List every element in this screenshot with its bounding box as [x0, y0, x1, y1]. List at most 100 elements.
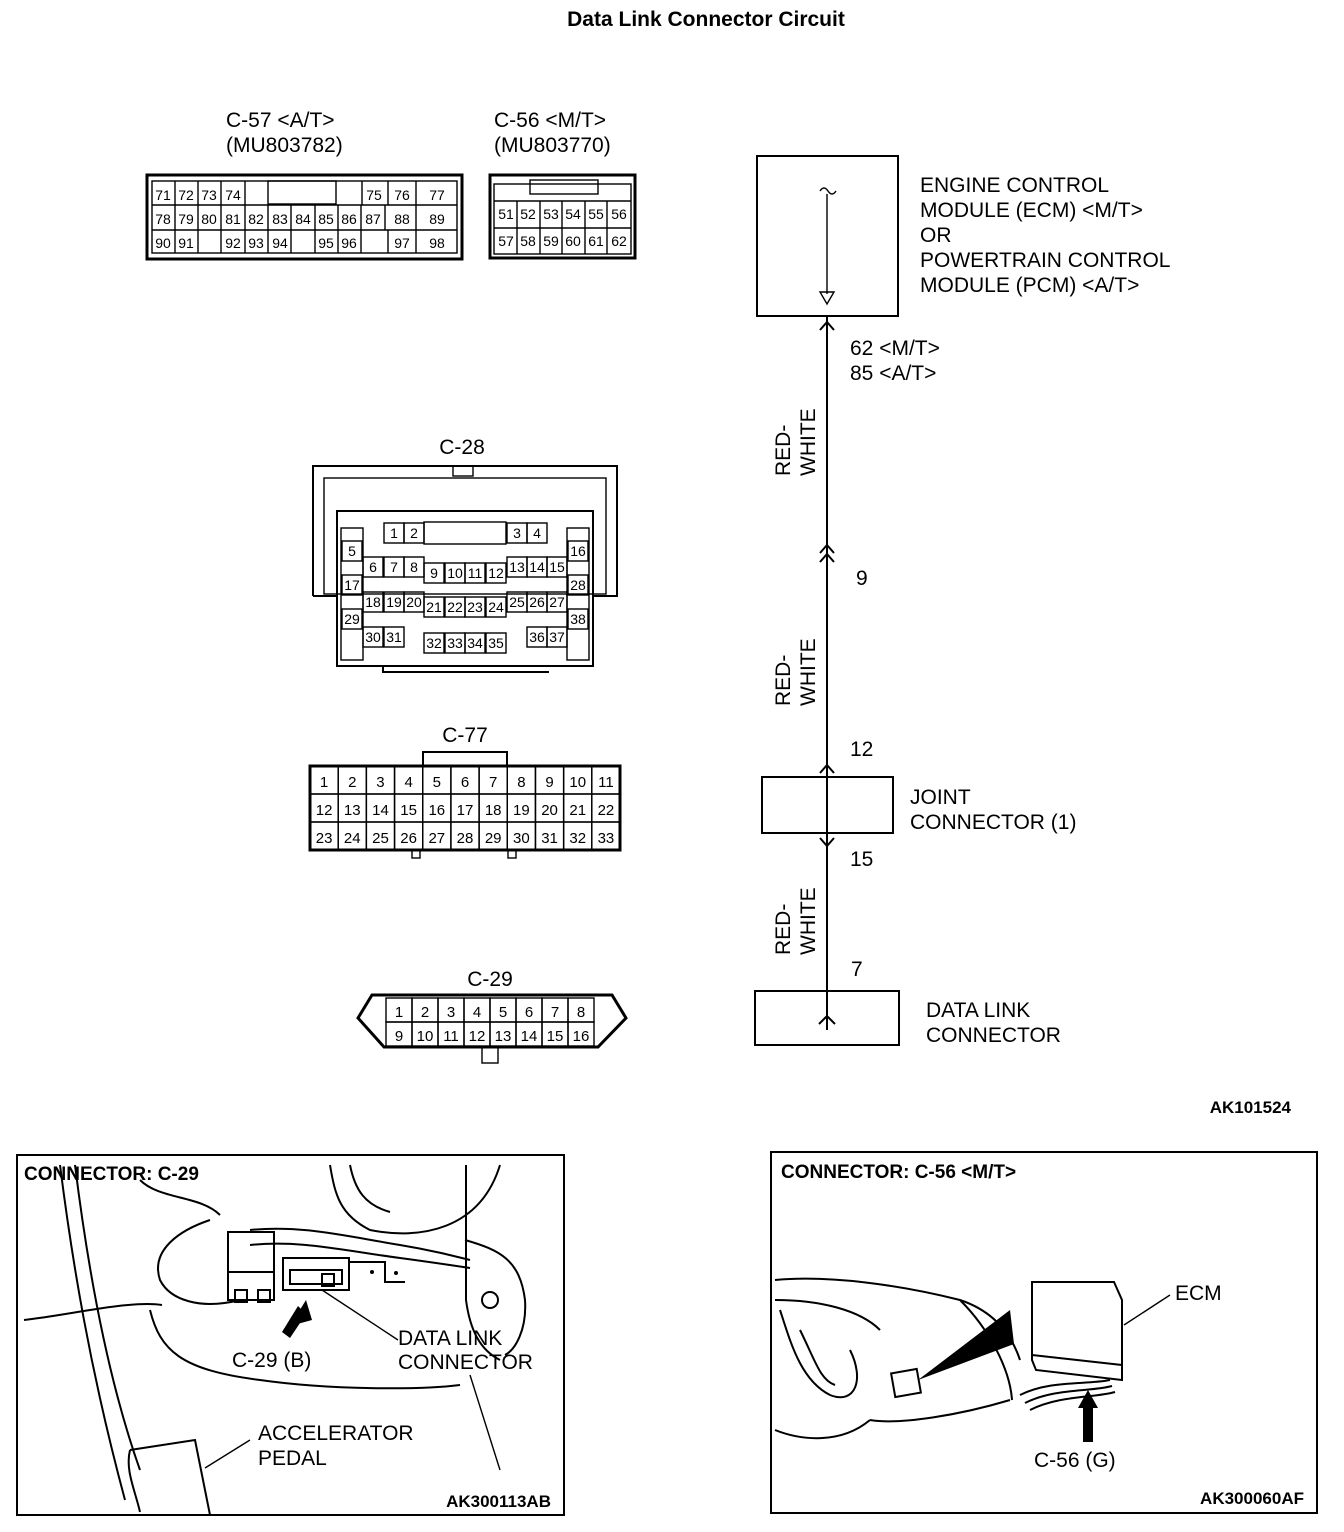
- pin-label: 87: [365, 211, 381, 227]
- pin-cell: [383, 626, 405, 648]
- pin-label: 26: [529, 594, 545, 610]
- c57-name: C-57 <A/T>: [226, 109, 335, 132]
- pin-label: 97: [394, 235, 410, 251]
- pin-label: 37: [549, 629, 565, 645]
- pin-label: 5: [433, 774, 441, 791]
- pin-label: 82: [248, 211, 264, 227]
- pin-cell: [464, 562, 486, 584]
- callout-dlc-line2: CONNECTOR: [398, 1351, 533, 1374]
- pin-label: 59: [543, 233, 559, 249]
- pin-label: 6: [369, 559, 377, 575]
- pin-label: 14: [372, 802, 389, 819]
- wire-color-3b: WHITE: [797, 887, 820, 955]
- pin-label: 21: [569, 802, 586, 819]
- pin-label: 14: [529, 559, 545, 575]
- c56-name: C-56 <M/T>: [494, 109, 606, 132]
- ecm-label-line: MODULE (ECM) <M/T>: [920, 199, 1143, 222]
- pin-label: 79: [178, 211, 194, 227]
- pin-label: 20: [541, 802, 558, 819]
- pin-cell: [464, 596, 486, 618]
- c56-part-number: (MU803770): [494, 134, 611, 157]
- pin-label: 55: [588, 206, 604, 222]
- pin-label: 21: [426, 599, 442, 615]
- pin-label: 3: [376, 774, 384, 791]
- pin-label: 20: [406, 594, 422, 610]
- pin-cell: [485, 632, 507, 654]
- page-title: Data Link Connector Circuit: [567, 8, 845, 31]
- ecm-label-line: OR: [920, 224, 952, 247]
- pin-label: 18: [485, 802, 502, 819]
- pin-label: 15: [547, 1028, 564, 1045]
- pin-label: 2: [410, 525, 418, 541]
- c77-name: C-77: [442, 724, 488, 747]
- pin-label: 3: [513, 525, 521, 541]
- pin-cell: [423, 596, 445, 618]
- pin-label: 17: [344, 577, 360, 593]
- wire-color-2a: RED-: [772, 655, 795, 706]
- pin-label: 28: [457, 830, 474, 847]
- callout-c56g: C-56 (G): [1034, 1449, 1116, 1472]
- pin-label: 94: [272, 235, 288, 251]
- c57-part-number: (MU803782): [226, 134, 343, 157]
- pin-label: 72: [178, 187, 194, 203]
- pin-label: 98: [429, 235, 445, 251]
- pin-label: 2: [421, 1004, 429, 1021]
- pin-cell: [485, 562, 507, 584]
- pin-label: 19: [386, 594, 402, 610]
- pin-label: 51: [498, 206, 514, 222]
- panel-right-figure-id: AK300060AF: [1200, 1489, 1304, 1508]
- pin-label: 1: [320, 774, 328, 791]
- dlc-line2: CONNECTOR: [926, 1024, 1061, 1047]
- callout-pedal-line1: ACCELERATOR: [258, 1422, 414, 1445]
- pin-label: 23: [467, 599, 483, 615]
- pin-label: 85: [318, 211, 334, 227]
- pin-label: 30: [365, 629, 381, 645]
- pin-label: 26: [400, 830, 417, 847]
- pin-label: 53: [543, 206, 559, 222]
- joint-connector-line2: CONNECTOR (1): [910, 811, 1076, 834]
- ecm-pin-at: 85 <A/T>: [850, 362, 936, 385]
- pin-label: 9: [545, 774, 553, 791]
- pin-cell: [526, 522, 548, 544]
- pin-label: 25: [372, 830, 389, 847]
- pin-label: 5: [348, 543, 356, 559]
- pin-label: 58: [520, 233, 536, 249]
- dlc-line1: DATA LINK: [926, 999, 1030, 1022]
- pin-label: 81: [225, 211, 241, 227]
- pin-label: 95: [318, 235, 334, 251]
- pin-label: 6: [525, 1004, 533, 1021]
- pin-cell: [341, 574, 363, 596]
- ecm-label-line: MODULE (PCM) <A/T>: [920, 274, 1139, 297]
- pin-label: 12: [488, 565, 504, 581]
- pin-label: 13: [344, 802, 361, 819]
- panel-right-heading: CONNECTOR: C-56 <M/T>: [781, 1162, 1016, 1183]
- pin-label: 32: [569, 830, 586, 847]
- pin-label: 54: [565, 206, 581, 222]
- pin-label: 30: [513, 830, 530, 847]
- pin-label: 31: [541, 830, 558, 847]
- pin-label: 31: [386, 629, 402, 645]
- pin-label: 7: [551, 1004, 559, 1021]
- pin-label: 93: [248, 235, 264, 251]
- data-link-connector-box: [754, 990, 900, 1046]
- pin-label: 19: [513, 802, 530, 819]
- pin-label: 28: [570, 577, 586, 593]
- joint-connector-line1: JOINT: [910, 786, 971, 809]
- pin-label: 61: [588, 233, 604, 249]
- pin-label: 4: [404, 774, 412, 791]
- pin-label: 80: [201, 211, 217, 227]
- pin-label: 22: [598, 802, 615, 819]
- pin-label: 32: [426, 635, 442, 651]
- pin-label: 8: [577, 1004, 585, 1021]
- pin-label: 60: [565, 233, 581, 249]
- pin-label: 1: [390, 525, 398, 541]
- pin-label: 2: [348, 774, 356, 791]
- wire-color-3a: RED-: [772, 904, 795, 955]
- pin-cell: [464, 632, 486, 654]
- wire-color-1a: RED-: [772, 425, 795, 476]
- pin-label: 52: [520, 206, 536, 222]
